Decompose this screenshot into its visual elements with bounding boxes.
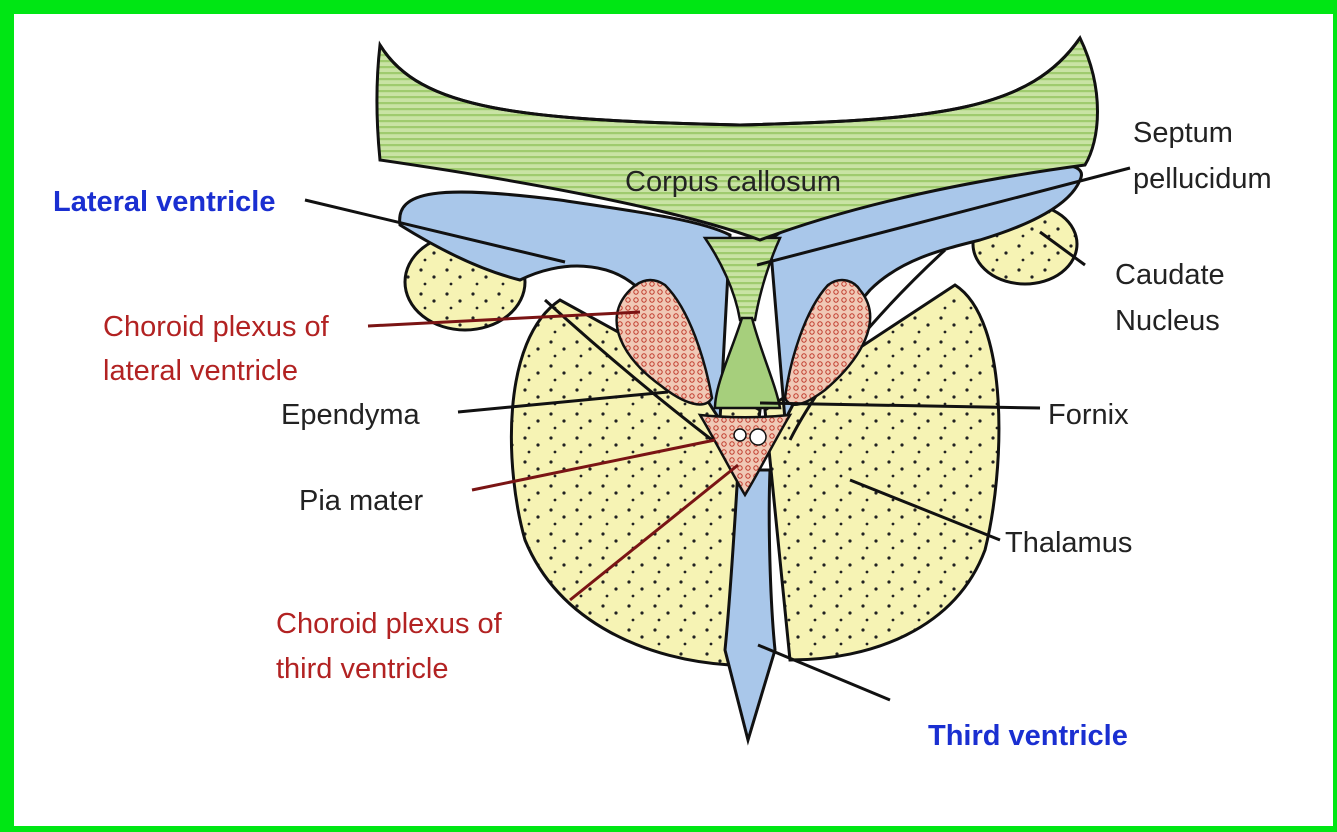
label-thalamus: Thalamus [1005,527,1132,559]
label-third-ventricle: Third ventricle [928,720,1128,752]
label-caudate-line2: Nucleus [1115,305,1220,337]
label-pia-mater: Pia mater [299,485,423,517]
label-choroid-lateral-line1: Choroid plexus of [103,311,330,343]
label-septum-line2: pellucidum [1133,163,1272,195]
vessel-left [734,429,746,441]
label-septum-line1: Septum [1133,117,1233,149]
label-corpus-callosum: Corpus callosum [625,166,841,198]
vessel-right [750,429,766,445]
label-fornix: Fornix [1048,399,1129,431]
label-caudate-line1: Caudate [1115,259,1225,291]
label-ependyma: Ependyma [281,399,421,431]
label-lateral-ventricle: Lateral ventricle [53,186,275,218]
label-choroid-third-line2: third ventricle [276,653,448,685]
label-choroid-third-line1: Choroid plexus of [276,608,503,640]
label-choroid-lateral-line2: lateral ventricle [103,355,298,387]
